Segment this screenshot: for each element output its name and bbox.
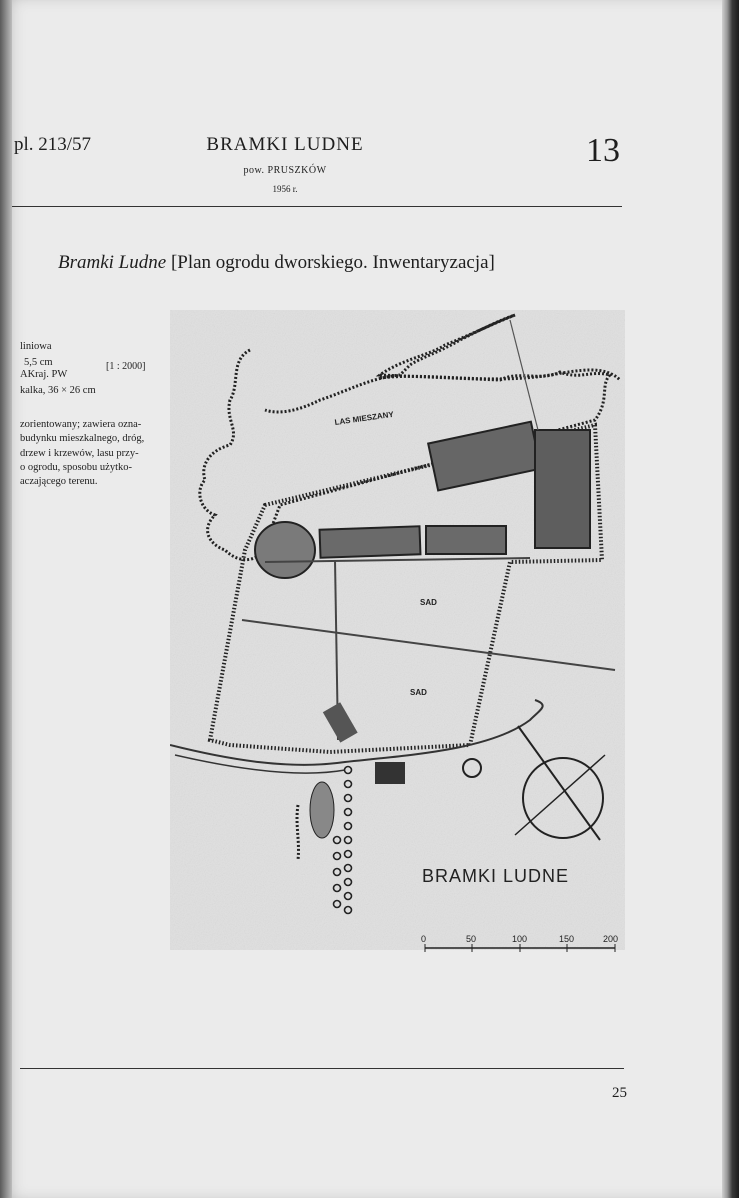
footer-divider: [20, 1068, 624, 1069]
sidebar-line: liniowa: [20, 341, 52, 352]
orchard-block: [254, 521, 316, 579]
district-label: pow. PRUSZKÓW: [243, 165, 327, 176]
garden-hedge: [207, 422, 605, 755]
scale-note: [1 : 2000]: [106, 361, 146, 372]
orchard-label: SAD: [420, 598, 437, 607]
orchard-label: SAD: [410, 688, 427, 697]
sidebar-line: kalka, 36 × 26 cm: [20, 385, 96, 396]
scale-tick-label: 150: [559, 934, 574, 944]
sidebar-desc: o ogrodu, sposobu użytko-: [20, 462, 132, 473]
header-divider: [12, 206, 622, 207]
orchard-block: [318, 525, 422, 559]
compass-rose: [514, 725, 606, 841]
manor-house: [322, 702, 358, 743]
caption-italic: Bramki Ludne: [58, 252, 167, 273]
road: [170, 699, 544, 766]
page-title: BRAMKI LUDNE: [206, 134, 364, 155]
sidebar-desc: budynku mieszkalnego, dróg,: [20, 433, 145, 444]
orchard-block: [534, 429, 591, 549]
sidebar-desc: zorientowany; zawiera ozna-: [20, 419, 142, 430]
scale-tick-label: 50: [466, 934, 476, 944]
sidebar-desc: aczającego terenu.: [20, 476, 98, 487]
year-label: 1956 r.: [272, 184, 298, 194]
book-page: pl. 213/57 BRAMKI LUDNE 13 pow. PRUSZKÓW…: [0, 0, 722, 1198]
scale-bar: [424, 944, 616, 952]
road: [174, 754, 346, 774]
hedge-line: [295, 804, 300, 861]
outbuilding: [375, 762, 405, 784]
garden-path: [264, 557, 531, 563]
plate-reference: pl. 213/57: [14, 134, 92, 155]
plate-number: 13: [586, 132, 620, 169]
sidebar-line: 5,5 cm: [24, 357, 53, 368]
shrub-group: [309, 781, 335, 839]
caption-text: [Plan ogrodu dworskiego. Inwentaryzacja]: [166, 252, 495, 273]
sidebar-desc: drzew i krzewów, lasu przy-: [20, 448, 139, 459]
forest-path: [509, 319, 539, 431]
scale-tick-label: 200: [603, 934, 618, 944]
map-grain: [170, 310, 625, 950]
book-binding: [0, 0, 12, 1198]
garden-plan-map: LAS MIESZANY SAD SAD BRAMKI LUDNE 0 50 1…: [170, 310, 625, 952]
figure-caption: Bramki Ludne [Plan ogrodu dworskiego. In…: [58, 252, 495, 274]
scale-tick-label: 0: [421, 934, 426, 944]
pond: [462, 758, 482, 778]
orchard-block: [425, 525, 507, 555]
tree-avenue: [332, 765, 353, 915]
forest-outline: [198, 313, 613, 561]
page-edge: [722, 0, 739, 1198]
map-title: BRAMKI LUDNE: [422, 866, 569, 886]
sidebar-line: AKraj. PW: [20, 369, 68, 380]
page-number: 25: [612, 1085, 627, 1101]
scale-tick-label: 100: [512, 934, 527, 944]
garden-path: [241, 619, 616, 671]
